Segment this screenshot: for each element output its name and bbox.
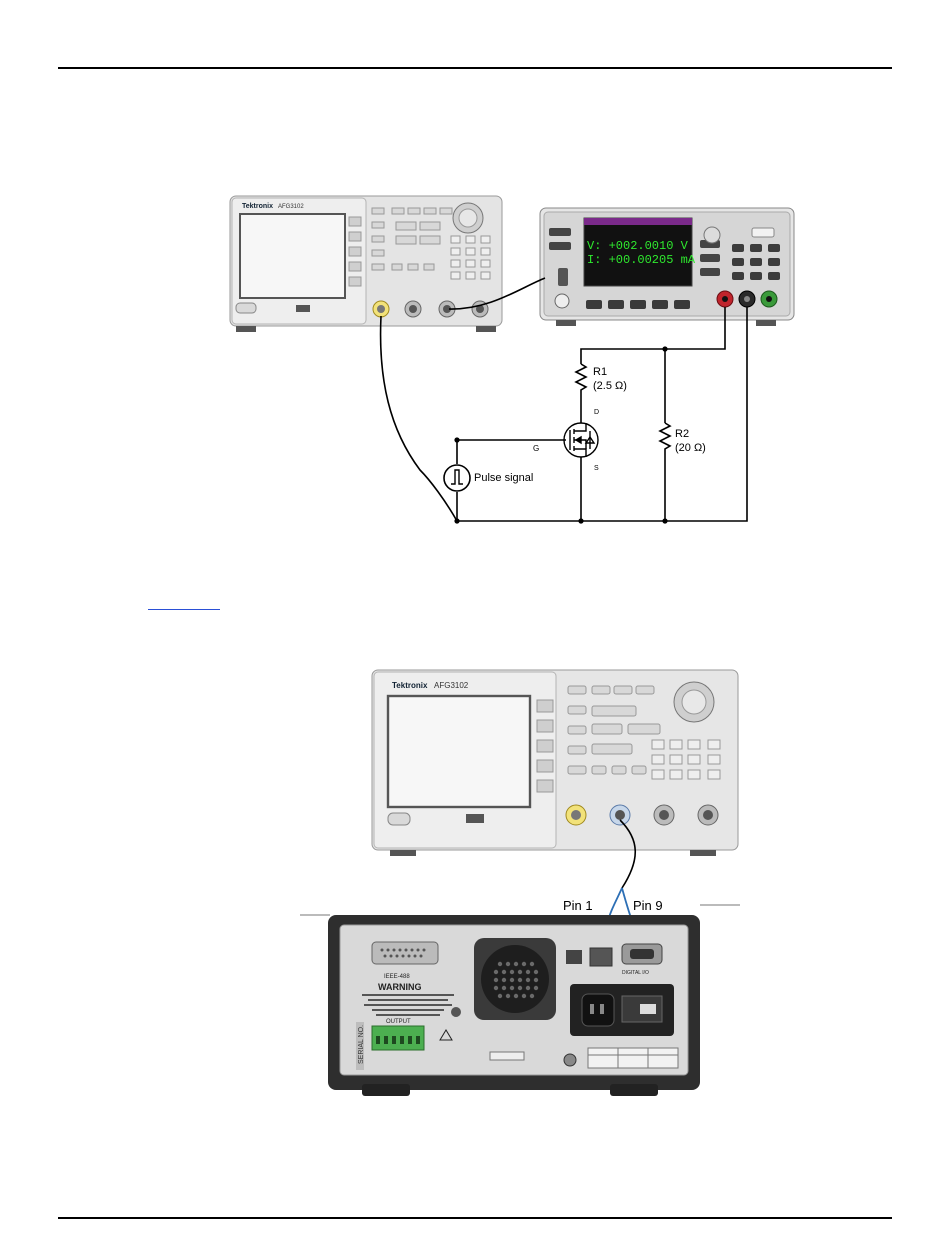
line-rating-table <box>588 1048 678 1068</box>
generator-brand: Tektronix <box>242 203 273 210</box>
gpib-connector <box>372 942 438 964</box>
generator-model: AFG3102 <box>278 204 304 210</box>
source-label: S <box>594 465 599 472</box>
pulse-source-symbol <box>444 465 470 491</box>
usb-port <box>296 305 310 312</box>
pin-9-label: Pin 9 <box>633 898 663 913</box>
smu-knob[interactable] <box>704 227 720 243</box>
function-generator-2: Tektronix AFG3102 <box>372 670 738 856</box>
r1-value-label: (2.5 Ω) <box>593 380 627 392</box>
smu-power-button[interactable] <box>555 294 569 308</box>
smu-voltage-readout: V: +002.0010 V <box>587 239 689 253</box>
pin-1-label: Pin 1 <box>563 898 593 913</box>
rear-usb-port <box>566 950 582 964</box>
source-meter: V: +002.0010 V I: +00.00205 mA <box>540 208 794 326</box>
r2-name-label: R2 <box>675 428 689 440</box>
junction-dots <box>454 346 667 523</box>
digital-io-label: DIGITAL I/O <box>622 970 649 976</box>
figure-1-setup: Tektronix AFG3102 V: +002.0010 V I: +00.… <box>0 0 950 560</box>
ground-screw <box>564 1054 576 1066</box>
output-label: OUTPUT <box>386 1019 411 1025</box>
generator-screen <box>240 214 345 298</box>
chassis-ground-post <box>451 1007 461 1017</box>
generator-2-power-button[interactable] <box>388 813 410 825</box>
serial-no-label: SERIAL NO. <box>358 1025 365 1064</box>
figure-link[interactable] <box>148 609 220 610</box>
resistor-r2 <box>660 423 670 455</box>
circuit-wiring <box>381 307 747 521</box>
power-button[interactable] <box>236 303 256 313</box>
generator-2-brand: Tektronix <box>392 681 428 690</box>
smu-usb-port <box>558 268 568 286</box>
drain-label: D <box>594 409 599 416</box>
generator-2-usb <box>466 814 484 823</box>
generator-2-screen <box>388 696 530 807</box>
function-generator-1: Tektronix AFG3102 <box>230 196 502 332</box>
figure-2-setup: Tektronix AFG3102 <box>0 660 950 1110</box>
mosfet-symbol <box>564 423 598 457</box>
bottom-rule <box>58 1217 892 1219</box>
pulse-signal-label: Pulse signal <box>474 472 533 484</box>
gate-label: G <box>533 444 539 453</box>
lan-port <box>590 948 612 966</box>
generator-2-model: AFG3102 <box>434 681 469 690</box>
smu-rear-panel: SERIAL NO. IEEE-488 WARNING OUTPUT <box>300 905 740 1096</box>
gpib-label: IEEE-488 <box>384 974 410 980</box>
r1-name-label: R1 <box>593 366 607 378</box>
warning-title: WARNING <box>378 982 422 992</box>
resistor-r1 <box>576 364 586 393</box>
r2-value-label: (20 Ω) <box>675 442 706 454</box>
smu-current-readout: I: +00.00205 mA <box>587 253 696 267</box>
